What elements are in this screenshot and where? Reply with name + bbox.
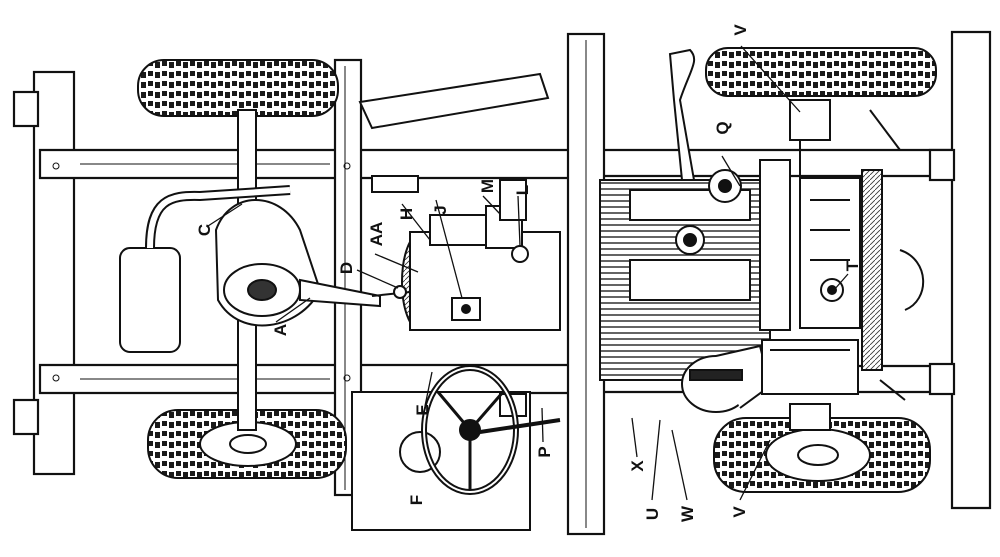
callout-q: Q <box>713 121 732 134</box>
muffler <box>119 72 550 353</box>
rear-wheel-top <box>137 59 339 117</box>
front-bumper <box>950 30 992 510</box>
rear-crossmember <box>32 70 76 476</box>
battery <box>761 339 859 395</box>
callout-m: M <box>478 179 497 193</box>
leader-lines <box>207 45 849 501</box>
callout-v-bottom: V <box>730 506 749 518</box>
front-wheel-top <box>705 47 937 97</box>
callout-c: C <box>195 224 214 236</box>
callout-t: T <box>843 260 862 271</box>
callout-u: U <box>643 508 662 520</box>
callout-v-top: V <box>731 24 750 36</box>
steering-wheel <box>421 365 561 495</box>
callout-x: X <box>628 460 647 472</box>
callout-e: E <box>413 404 432 415</box>
radiator <box>799 169 883 371</box>
callout-j: J <box>431 205 450 214</box>
callout-l: L <box>513 185 532 195</box>
callout-aa: AA <box>367 222 386 247</box>
floor-pan <box>351 175 531 531</box>
callout-f: F <box>407 495 426 505</box>
callout-labels: AA H J M L C D A E F P Q T V V X U W <box>195 24 862 522</box>
callout-d: D <box>337 262 356 274</box>
air-cleaner <box>681 344 772 413</box>
engine <box>599 48 791 381</box>
callout-h: H <box>397 208 416 220</box>
front-linkage <box>789 99 925 431</box>
wheels <box>137 47 937 493</box>
transmission <box>371 179 561 331</box>
callout-w: W <box>678 505 697 522</box>
callout-p: P <box>535 446 554 457</box>
callout-a: A <box>271 324 290 336</box>
